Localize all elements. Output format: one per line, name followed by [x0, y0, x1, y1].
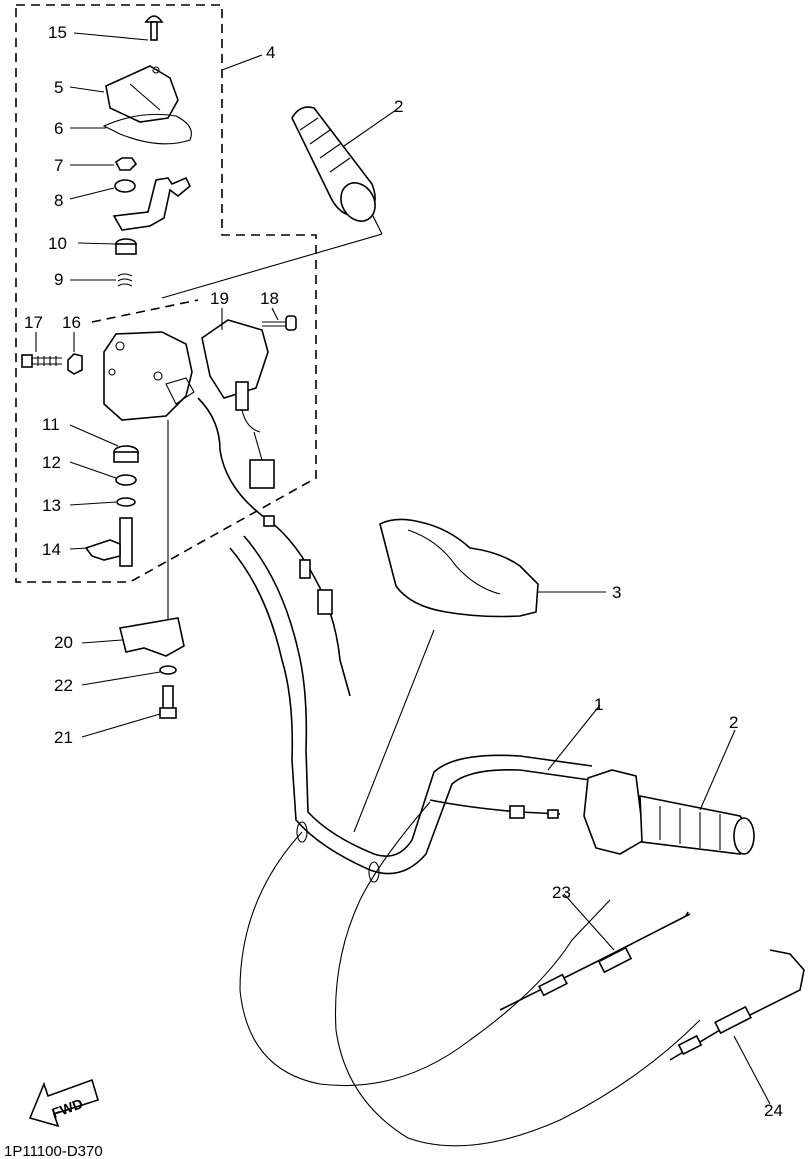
throttle-housing	[103, 331, 193, 421]
nut-16	[67, 353, 83, 375]
callout-7: 7	[54, 156, 63, 175]
callout-23: 23	[552, 883, 571, 902]
handlebar-cover-3	[379, 518, 539, 618]
callout-11: 11	[42, 415, 60, 434]
callout-22: 22	[54, 676, 73, 695]
handlebar-clamp-mark	[296, 821, 308, 843]
washer-12	[115, 474, 137, 486]
callout-16: 16	[62, 313, 81, 332]
callout-5: 5	[54, 78, 63, 97]
fwd-arrow-icon: FWD	[28, 1078, 99, 1128]
cable-24	[669, 949, 805, 1061]
gasket-6	[102, 113, 192, 145]
spring-9	[117, 273, 133, 287]
callout-9: 9	[54, 270, 63, 289]
washer-13	[116, 497, 136, 507]
cable-23	[499, 911, 691, 1011]
washer-8	[114, 179, 136, 193]
callout-14: 14	[42, 540, 61, 559]
callout-10: 10	[48, 234, 67, 253]
callout-18: 18	[260, 289, 279, 308]
callout-20: 20	[54, 633, 73, 652]
diagram-code: 1P11100-D370	[4, 1143, 103, 1159]
callout-4: 4	[266, 43, 275, 62]
assembly-boundary	[15, 4, 317, 583]
bolt-17	[21, 354, 62, 368]
callout-6: 6	[54, 119, 63, 138]
callout-12: 12	[42, 453, 61, 472]
screw-15	[144, 15, 164, 41]
callout-2-upper: 2	[394, 97, 403, 116]
callout-15: 15	[48, 23, 67, 42]
callout-17: 17	[24, 313, 43, 332]
grip-2-upper	[291, 106, 376, 222]
callout-2-lower: 2	[729, 713, 738, 732]
throttle-cable-upper	[197, 397, 351, 697]
callout-13: 13	[42, 496, 61, 515]
callout-19: 19	[210, 289, 229, 308]
screw-18	[262, 315, 297, 331]
callout-24: 24	[764, 1101, 783, 1120]
cable-loop-outer	[239, 831, 611, 1087]
nut-7	[114, 157, 138, 171]
switch-19	[201, 319, 275, 489]
throttle-cable-on-bar	[429, 799, 561, 815]
washer-22	[159, 665, 177, 675]
bolt-21	[159, 685, 177, 719]
callout-1: 1	[594, 695, 603, 714]
lever-8	[112, 176, 191, 231]
callout-8: 8	[54, 191, 63, 210]
grip-2-lower	[583, 769, 755, 855]
assembly-inner-divider	[91, 299, 199, 323]
handlebar-1	[229, 547, 591, 875]
clamp-20	[119, 617, 185, 657]
bushing-11	[113, 445, 139, 463]
callout-21: 21	[54, 728, 73, 747]
cable-loop-inner	[335, 801, 701, 1147]
callout-3: 3	[612, 583, 621, 602]
collar-10	[115, 238, 137, 255]
lever-14	[84, 517, 133, 567]
leader-lines	[35, 32, 771, 1105]
